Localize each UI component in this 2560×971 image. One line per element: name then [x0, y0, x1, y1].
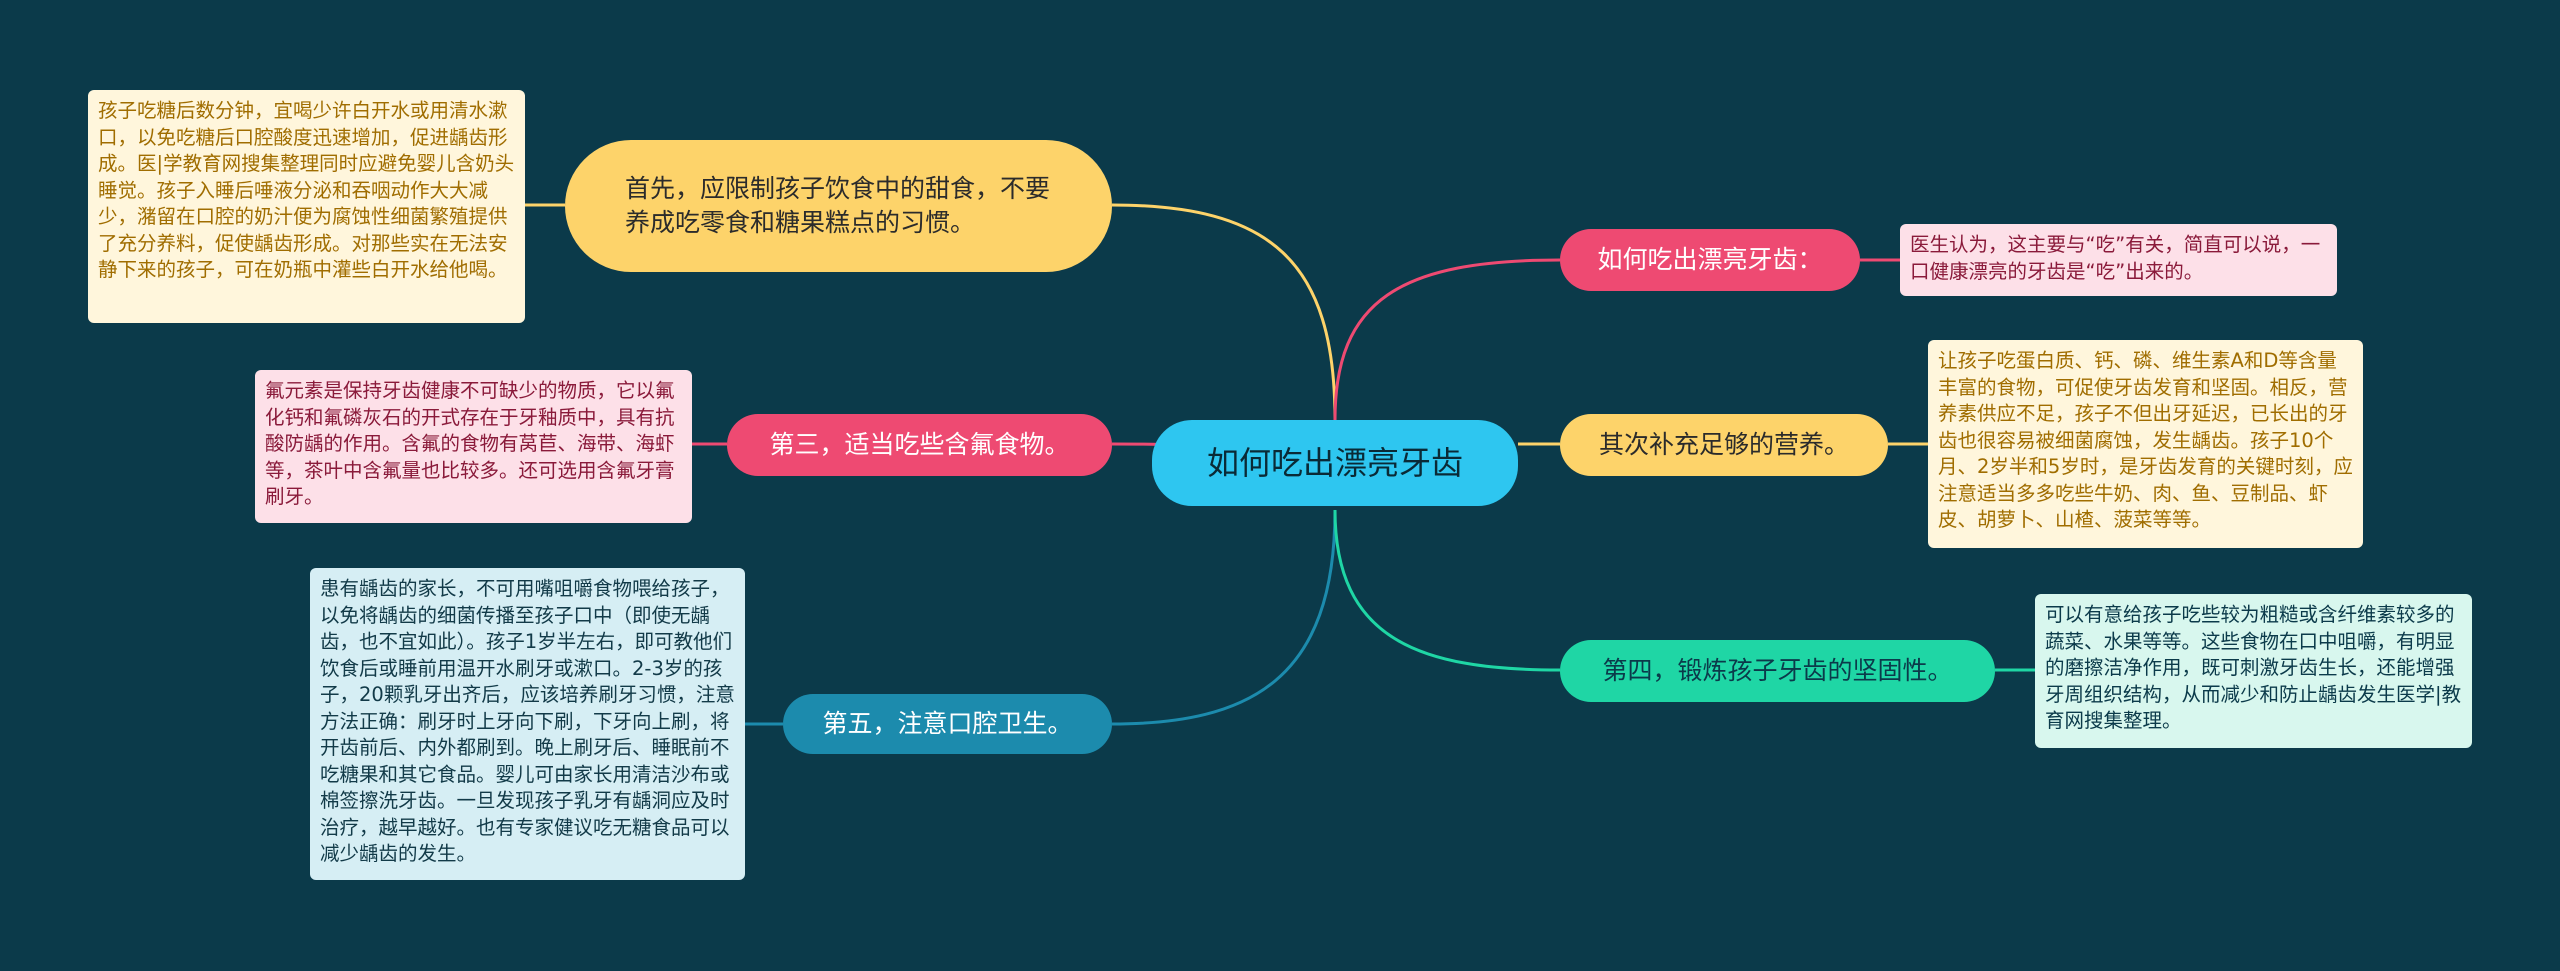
- branch-restrict-sweets-label: 首先，应限制孩子饮食中的甜食，不要养成吃零食和糖果糕点的习惯。: [625, 174, 1051, 237]
- note-oral-hygiene: 患有龋齿的家长，不可用嘴咀嚼食物喂给孩子，以免将龋齿的细菌传播至孩子口中（即使无…: [310, 568, 745, 880]
- central-topic-label: 如何吃出漂亮牙齿: [1206, 444, 1463, 482]
- link-center-b4: [1333, 258, 1561, 421]
- branch-how-to-eat[interactable]: 如何吃出漂亮牙齿：: [1560, 229, 1860, 291]
- branch-nutrition-label: 其次补充足够的营养。: [1598, 430, 1849, 459]
- link-center-b3: [1111, 509, 1337, 726]
- branch-fluoride-food[interactable]: 第三，适当吃些含氟食物。: [727, 414, 1112, 476]
- note-teeth-strength-text: 可以有意给孩子吃些较为粗糙或含纤维素较多的蔬菜、水果等等。这些食物在口中咀嚼，有…: [2045, 603, 2462, 732]
- note-nutrition-text: 让孩子吃蛋白质、钙、磷、维生素A和D等含量丰富的食物，可促使牙齿发育和坚固。相反…: [1938, 349, 2353, 531]
- note-teeth-strength: 可以有意给孩子吃些较为粗糙或含纤维素较多的蔬菜、水果等等。这些食物在口中咀嚼，有…: [2035, 594, 2472, 748]
- link-center-b6: [1333, 509, 1561, 672]
- note-restrict-sweets-text: 孩子吃糖后数分钟，宜喝少许白开水或用清水漱口，以免吃糖后口腔酸度迅速增加，促进龋…: [98, 99, 515, 281]
- note-how-to-eat: 医生认为，这主要与“吃”有关，简直可以说，一口健康漂亮的牙齿是“吃”出来的。: [1900, 224, 2337, 296]
- note-fluoride-food-text: 氟元素是保持牙齿健康不可缺少的物质，它以氟化钙和氟磷灰石的开式存在于牙釉质中，具…: [265, 379, 675, 508]
- branch-teeth-strength-label: 第四，锻炼孩子牙齿的坚固性。: [1602, 656, 1953, 685]
- branch-oral-hygiene-label: 第五，注意口腔卫生。: [822, 709, 1073, 738]
- link-center-b1: [1111, 203, 1337, 421]
- note-how-to-eat-text: 医生认为，这主要与“吃”有关，简直可以说，一口健康漂亮的牙齿是“吃”出来的。: [1910, 233, 2321, 283]
- branch-teeth-strength[interactable]: 第四，锻炼孩子牙齿的坚固性。: [1560, 640, 1995, 702]
- note-fluoride-food: 氟元素是保持牙齿健康不可缺少的物质，它以氟化钙和氟磷灰石的开式存在于牙釉质中，具…: [255, 370, 692, 523]
- branch-restrict-sweets[interactable]: 首先，应限制孩子饮食中的甜食，不要养成吃零食和糖果糕点的习惯。: [565, 140, 1112, 272]
- note-restrict-sweets: 孩子吃糖后数分钟，宜喝少许白开水或用清水漱口，以免吃糖后口腔酸度迅速增加，促进龋…: [88, 90, 525, 323]
- central-topic[interactable]: 如何吃出漂亮牙齿: [1152, 420, 1518, 506]
- branch-fluoride-food-label: 第三，适当吃些含氟食物。: [769, 430, 1070, 459]
- branch-how-to-eat-label: 如何吃出漂亮牙齿：: [1597, 245, 1823, 274]
- note-oral-hygiene-text: 患有龋齿的家长，不可用嘴咀嚼食物喂给孩子，以免将龋齿的细菌传播至孩子口中（即使无…: [320, 577, 735, 865]
- note-nutrition: 让孩子吃蛋白质、钙、磷、维生素A和D等含量丰富的食物，可促使牙齿发育和坚固。相反…: [1928, 340, 2363, 548]
- branch-nutrition[interactable]: 其次补充足够的营养。: [1560, 414, 1888, 476]
- branch-oral-hygiene[interactable]: 第五，注意口腔卫生。: [783, 694, 1112, 754]
